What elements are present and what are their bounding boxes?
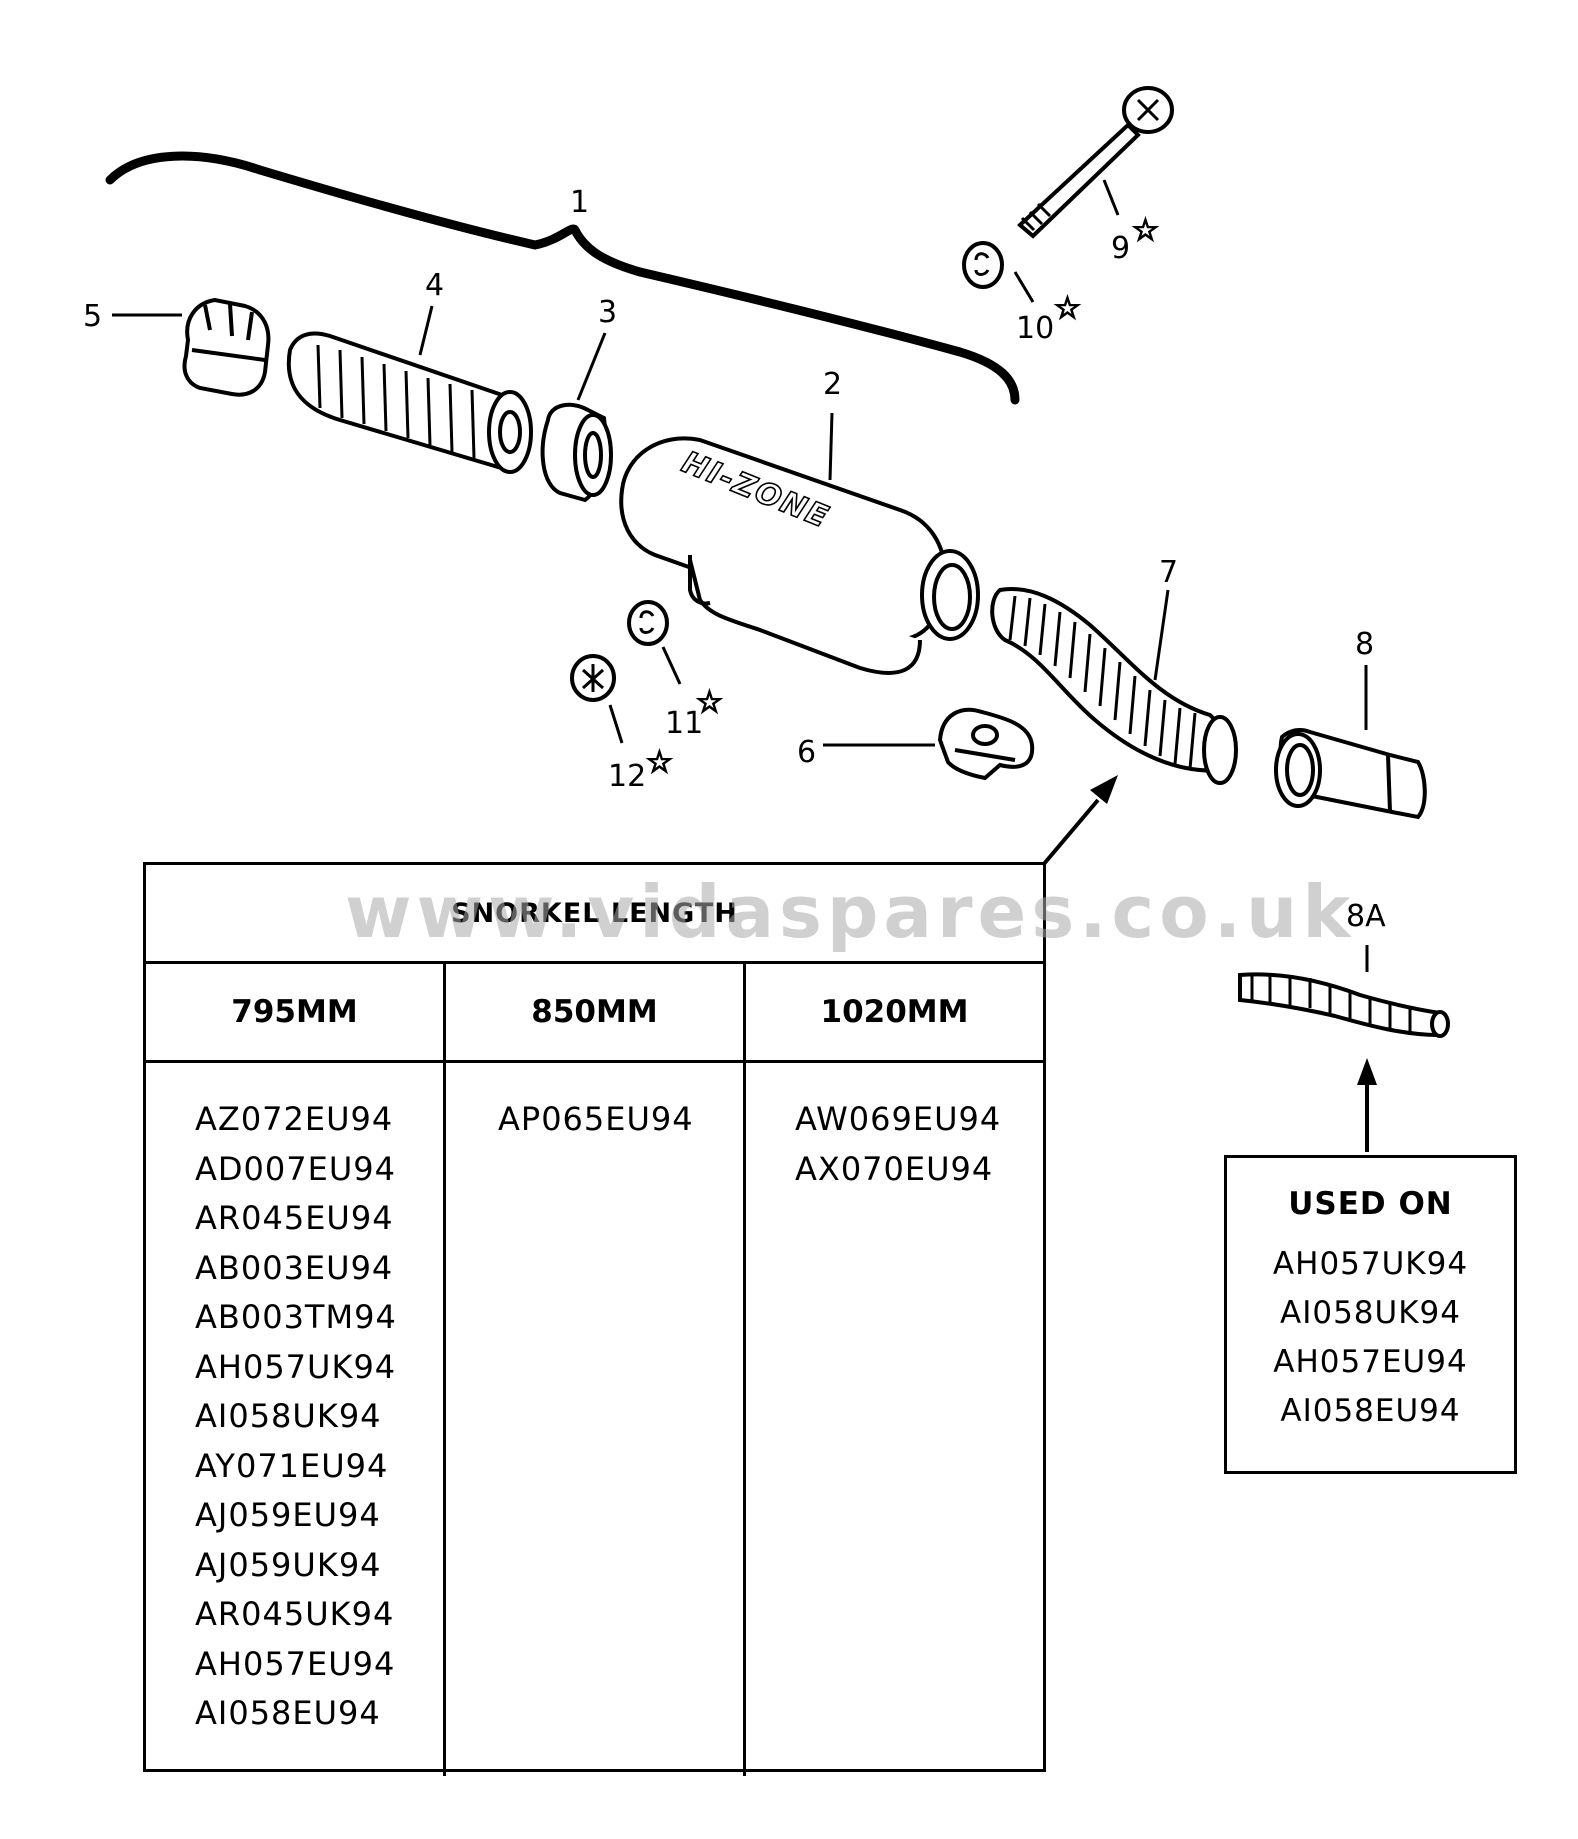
callout-1: 1	[570, 185, 589, 220]
list-item: AD007EU94	[195, 1149, 396, 1188]
callout-10: 10	[1016, 311, 1054, 346]
washer-part-10	[962, 241, 1004, 289]
column-header-850mm: 850MM	[443, 964, 743, 1060]
list-item: AJ059UK94	[195, 1545, 382, 1584]
alternate-hose-part	[1238, 972, 1450, 1038]
callout-9: 9	[1111, 231, 1130, 266]
list-item: AI058UK94	[195, 1397, 382, 1435]
screw-part	[1016, 86, 1174, 239]
air-box-housing-part: HI-ZONE	[619, 436, 980, 675]
list-item: AZ072EU94	[195, 1100, 394, 1138]
list-item: AJ059EU94	[195, 1496, 381, 1534]
model-list-795mm: AZ072EU94 AD007EU94 AR045EU94 AB003EU94 …	[146, 1095, 443, 1739]
washer-part-11	[627, 600, 669, 646]
callout-8a: 8A	[1346, 899, 1386, 934]
leader-lines	[112, 179, 1369, 972]
column-850mm: AP065EU94	[443, 1063, 743, 1776]
used-on-box: USED ON AH057UK94 AI058UK94 AH057EU94 AI…	[1224, 1155, 1517, 1474]
snorkel-length-table: SNORKEL LENGTH 795MM 850MM 1020MM AZ072E…	[143, 862, 1046, 1776]
end-clamp-part	[182, 297, 271, 397]
callout-11: 11	[665, 706, 703, 741]
model-list-1020mm: AW069EU94 AX070EU94	[746, 1095, 1043, 1194]
list-item: AR045UK94	[195, 1595, 395, 1633]
watermark-text: www.vidaspares.co.uk	[345, 870, 1356, 954]
list-item: AR045EU94	[195, 1199, 394, 1237]
callout-2: 2	[823, 367, 842, 402]
table-title: SNORKEL LENGTH	[451, 897, 738, 929]
star-marker-9: ☆	[1132, 213, 1159, 248]
list-item: AI058EU94	[195, 1694, 381, 1732]
model-list-850mm: AP065EU94	[446, 1095, 743, 1145]
list-item: AH057UK94	[1272, 1246, 1469, 1282]
callout-4: 4	[425, 268, 444, 303]
list-item: AP065EU94	[498, 1100, 694, 1138]
list-item: AH057EU94	[195, 1644, 396, 1683]
list-item: AB003TM94	[195, 1298, 397, 1336]
used-on-title: USED ON	[1288, 1186, 1453, 1222]
star-marker-10: ☆	[1054, 291, 1081, 326]
table-title-row: SNORKEL LENGTH	[146, 865, 1043, 964]
used-on-model-list: AH057UK94 AI058UK94 AH057EU94 AI058EU94	[1227, 1240, 1514, 1436]
list-item: AY071EU94	[195, 1446, 389, 1485]
flexible-hose-part	[990, 587, 1238, 785]
star-marker-11: ☆	[696, 685, 723, 720]
column-795mm: AZ072EU94 AD007EU94 AR045EU94 AB003EU94 …	[146, 1063, 443, 1776]
star-marker-12: ☆	[646, 745, 673, 780]
air-filter-part	[286, 331, 533, 474]
assembly-brace	[105, 151, 1020, 405]
nut-part-12	[570, 654, 616, 702]
used-on-arrow	[1357, 1058, 1377, 1152]
list-item: AI058UK94	[1280, 1295, 1461, 1331]
seal-ring-part	[540, 402, 613, 503]
snorkel-arrow	[1041, 775, 1118, 867]
list-item: AX070EU94	[795, 1149, 994, 1188]
callout-7: 7	[1159, 555, 1178, 590]
callout-6: 6	[797, 735, 816, 770]
table-header-row: 795MM 850MM 1020MM	[146, 964, 1043, 1063]
column-header-795mm: 795MM	[231, 994, 358, 1030]
list-item: AH057EU94	[1273, 1344, 1468, 1380]
hose-clip-part	[937, 707, 1035, 781]
callout-3: 3	[598, 295, 617, 330]
list-item: AI058EU94	[1280, 1393, 1461, 1429]
list-item: AW069EU94	[795, 1100, 1002, 1138]
callout-5: 5	[83, 299, 102, 334]
callout-8: 8	[1355, 627, 1374, 662]
column-header-1020mm: 1020MM	[743, 964, 1043, 1060]
callout-12: 12	[608, 759, 646, 794]
column-1020mm: AW069EU94 AX070EU94	[743, 1063, 1043, 1776]
list-item: AH057UK94	[195, 1347, 397, 1386]
adapter-tube-part	[1274, 727, 1427, 820]
table-body-row: AZ072EU94 AD007EU94 AR045EU94 AB003EU94 …	[146, 1063, 1043, 1776]
list-item: AB003EU94	[195, 1248, 394, 1287]
